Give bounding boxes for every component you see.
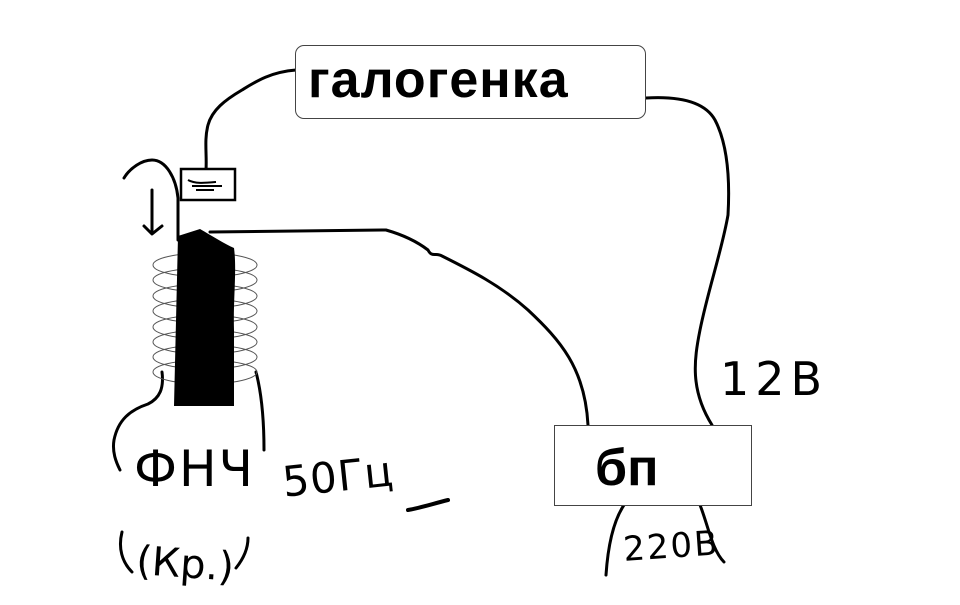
halogen-lamp-label: галогенка [308,51,569,109]
arrow-icon [122,158,180,242]
wire-mains-right [698,503,726,564]
coil-note: (Кр.) [134,538,236,591]
switch-icon [179,167,237,202]
wire-mains-left [604,503,626,577]
wire-coil-to-psu [208,228,590,427]
coil-lead-left [112,370,164,472]
coil-label: ФНЧ [134,440,255,498]
power-supply-label: бп [595,439,659,497]
wire-lamp-to-psu [644,96,731,427]
power-supply-box: бп [554,425,752,506]
halogen-lamp-box: галогенка [295,45,646,119]
input-voltage-label: 220В [622,523,721,570]
ferrite-core-icon [174,229,236,406]
coil-lead-right [254,370,266,452]
scribble-mark [406,498,450,512]
output-voltage-label: 12В [720,352,829,406]
wire-lamp-to-switch [204,68,298,172]
